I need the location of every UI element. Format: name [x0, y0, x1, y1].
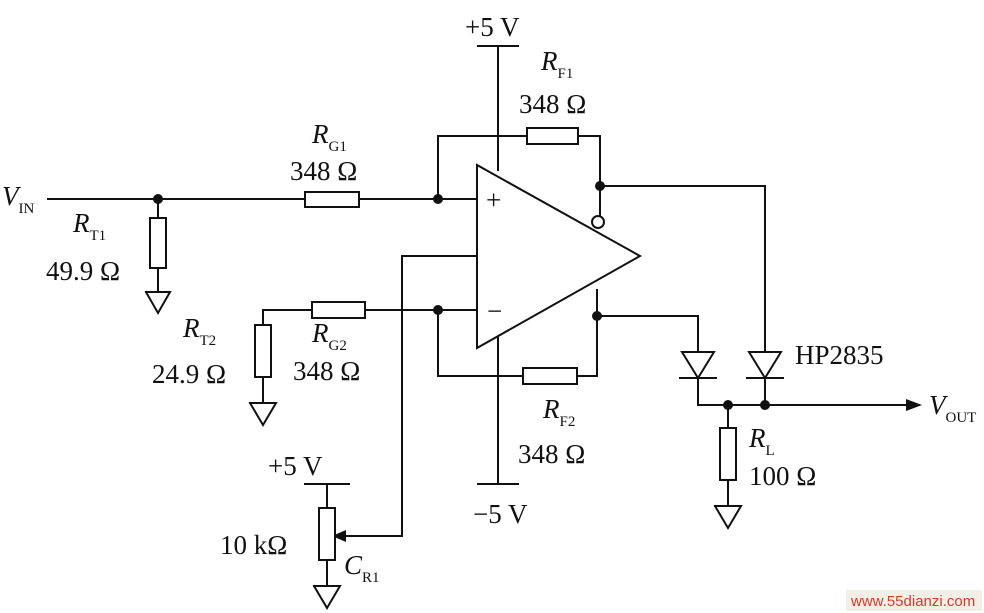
vout-label: VOUT: [929, 390, 976, 426]
ground-pot-icon: [312, 584, 342, 610]
vout-arrow-icon: [906, 399, 922, 411]
rt1-value: 49.9 Ω: [46, 256, 120, 286]
rf1-value: 348 Ω: [519, 89, 586, 119]
diode-left-wire: [697, 377, 766, 406]
rf1-wire-right: [577, 135, 601, 187]
resistor-rg1: [304, 191, 360, 208]
wiper-arrow-icon: [332, 530, 346, 542]
resistor-rg2: [311, 301, 366, 319]
rg1-value: 348 Ω: [290, 156, 357, 186]
rf2-wire-right: [576, 315, 598, 377]
rl-value: 100 Ω: [749, 461, 816, 491]
rf2-value: 348 Ω: [518, 439, 585, 469]
diode-left-icon: [680, 351, 716, 380]
vee-label: −5 V: [473, 499, 528, 529]
resistor-rt1: [149, 217, 167, 269]
rg2-value: 348 Ω: [293, 356, 360, 386]
resistor-rf2: [522, 367, 578, 385]
vin-label: VIN: [2, 181, 34, 217]
rg1-label: RG1: [311, 119, 347, 155]
diode-part-label: HP2835: [795, 340, 884, 370]
noninverting-input-sign: +: [486, 185, 501, 215]
diode-right-icon: [747, 351, 783, 380]
inverting-input-sign: −: [487, 296, 502, 326]
ground-rt1-icon: [144, 290, 172, 316]
rf1-wire-left: [437, 135, 528, 200]
rl-label: RL: [748, 423, 775, 459]
resistor-rf1: [526, 127, 579, 145]
out-pos-wire: [599, 185, 766, 353]
rt2-value: 24.9 Ω: [152, 359, 226, 389]
potentiometer-cr1: [318, 507, 336, 561]
offset-wire: [331, 255, 478, 537]
cr1-label: CR1: [344, 550, 380, 586]
vcc-label: +5 V: [465, 12, 520, 42]
pot-value: 10 kΩ: [220, 530, 287, 560]
inverted-output-bubble: [591, 215, 605, 229]
rt2-wire-top: [262, 309, 313, 326]
rf2-wire-left: [437, 309, 524, 377]
ground-rt2-icon: [248, 401, 278, 427]
rt1-label: RT1: [72, 208, 106, 244]
out-neg-wire: [596, 315, 699, 353]
rt2-label: RT2: [182, 313, 216, 349]
rg2-label: RG2: [311, 318, 347, 354]
pot-vcc-label: +5 V: [268, 451, 323, 481]
watermark-bg: [846, 590, 982, 611]
rf1-label: RF1: [540, 46, 573, 82]
rf2-label: RF2: [542, 394, 575, 430]
ground-rl-icon: [713, 504, 743, 530]
resistor-rt2: [254, 324, 272, 378]
watermark: www.55dianzi.com: [850, 593, 975, 610]
resistor-rl: [719, 427, 737, 481]
